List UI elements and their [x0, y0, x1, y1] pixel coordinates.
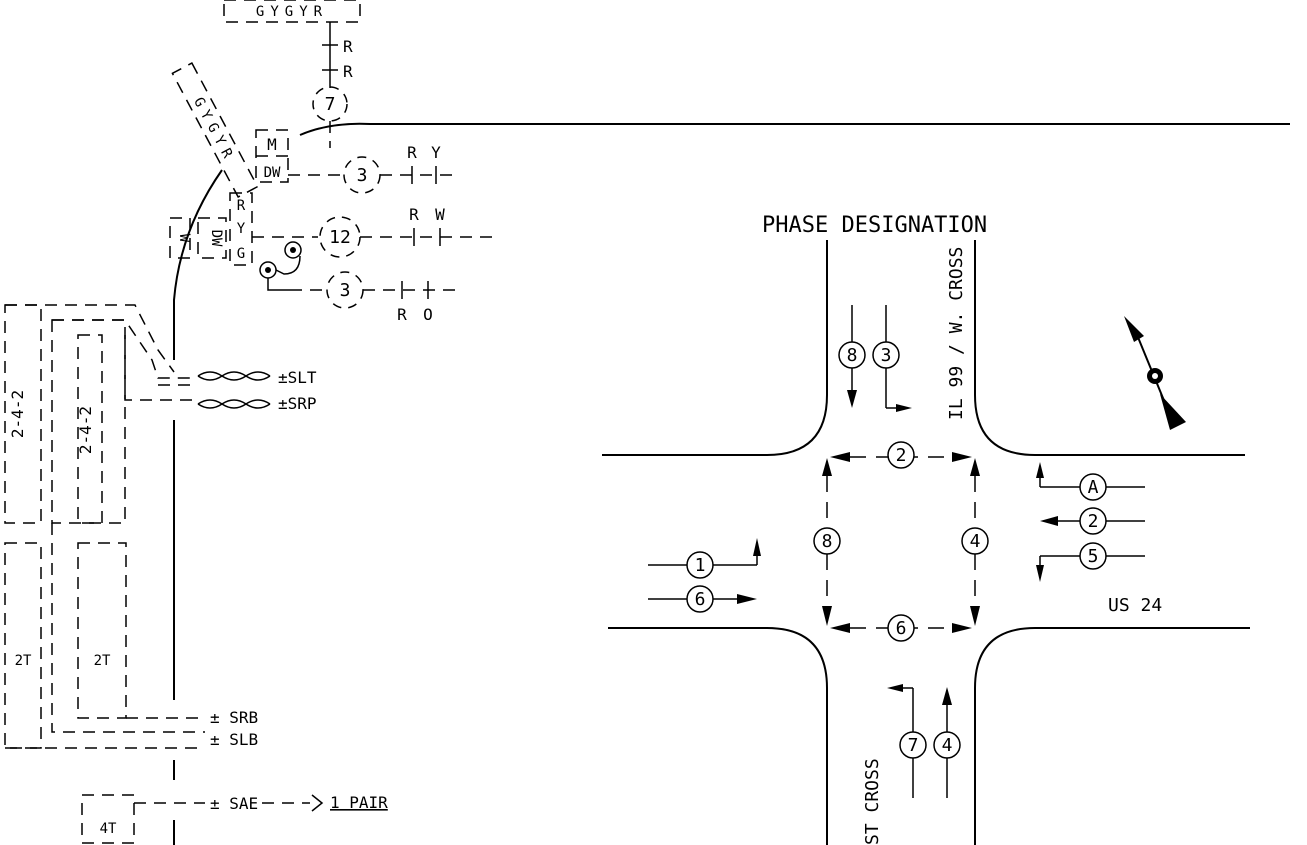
box-2t-b: 2T	[94, 653, 111, 669]
phase-sb-right: 3	[881, 345, 892, 366]
phase-wb-a: A	[1088, 477, 1099, 498]
phase-eb-1: 1	[695, 555, 706, 576]
street-south: ST CROSS	[862, 758, 883, 845]
label-w: W	[176, 234, 192, 243]
north-arrow-icon	[1124, 316, 1186, 430]
phase-wb-5: 5	[1088, 546, 1099, 567]
label-dw-1: DW	[264, 165, 281, 181]
street-east: US 24	[1108, 595, 1162, 616]
phase-ped-north: 2	[896, 445, 907, 466]
cable-pair: 1 PAIR	[330, 793, 388, 812]
color-r-1: R	[343, 37, 353, 56]
label-g: G	[237, 246, 245, 262]
box-4t: 4T	[100, 821, 117, 837]
phase-nb-left: 7	[908, 735, 919, 756]
label-r: R	[237, 198, 246, 214]
top-signal-head: GYGYR	[223, 0, 361, 23]
label-y: Y	[237, 221, 246, 237]
color-rw-w: W	[435, 205, 445, 224]
phase-ped-west: 8	[822, 531, 833, 552]
cable-slb: ± SLB	[210, 730, 258, 749]
box-2-4-2-a: 2-4-2	[8, 390, 27, 438]
phase-ped-east: 4	[970, 531, 981, 552]
cable-srb: ± SRB	[210, 708, 258, 727]
label-dw-2: DW	[208, 230, 224, 247]
phase-title: PHASE DESIGNATION	[762, 213, 987, 238]
label-m: M	[267, 135, 277, 154]
color-r-2: R	[343, 62, 353, 81]
phase-nb-right: 4	[942, 735, 953, 756]
conductor-12: 12	[329, 227, 351, 248]
cable-sae: ± SAE	[210, 794, 258, 813]
diagonal-signal-head: GYGYR	[171, 62, 259, 198]
phase-wb-2: 2	[1088, 511, 1099, 532]
conductor-3a: 3	[357, 165, 368, 186]
street-north: IL 99 / W. CROSS	[946, 247, 967, 420]
wiring-diagram: GYGYR R R 7 GYGYR M DW R Y G W DW	[4, 0, 1290, 845]
top-signal-colors: GYGYR	[256, 4, 328, 20]
color-ro-o: O	[423, 305, 433, 324]
color-ro-r: R	[397, 305, 407, 324]
box-2t-a: 2T	[15, 653, 32, 669]
cable-srp: ±SRP	[278, 394, 317, 413]
phase-ped-south: 6	[896, 618, 907, 639]
color-ry-r: R	[407, 143, 417, 162]
color-ry-y: Y	[431, 143, 441, 162]
phase-sb-left: 8	[847, 345, 858, 366]
conductor-7: 7	[325, 94, 336, 115]
conductor-3b: 3	[340, 280, 351, 301]
cable-slt: ±SLT	[278, 368, 317, 387]
color-rw-r: R	[409, 205, 419, 224]
phase-designation-diagram: PHASE DESIGNATION IL 99 / W. CROSS ST CR…	[602, 213, 1250, 845]
phase-eb-6: 6	[695, 589, 706, 610]
box-2-4-2-b: 2-4-2	[76, 406, 95, 454]
